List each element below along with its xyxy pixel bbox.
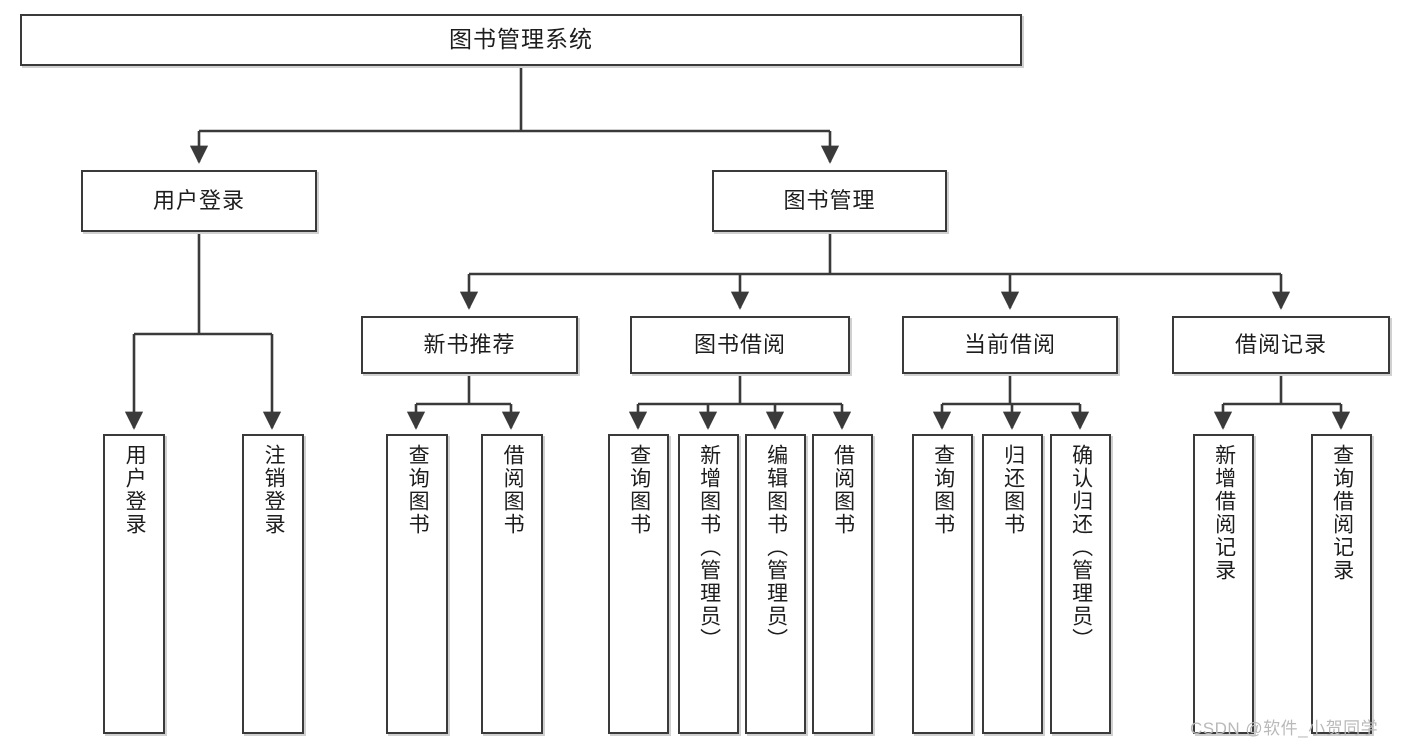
node-borrow-records[interactable]: 借阅记录: [1172, 316, 1390, 374]
leaf-label: 归还图书: [1001, 444, 1025, 536]
leaf-query-book-current[interactable]: 查询图书: [912, 434, 973, 734]
node-book-borrow[interactable]: 图书借阅: [630, 316, 850, 374]
leaf-logout[interactable]: 注销登录: [242, 434, 304, 734]
leaf-borrow-book-newbook[interactable]: 借阅图书: [481, 434, 543, 734]
leaf-add-borrow-record[interactable]: 新增借阅记录: [1193, 434, 1254, 734]
leaf-label: 查询图书: [627, 444, 651, 536]
leaf-user-login[interactable]: 用户登录: [103, 434, 165, 734]
leaf-confirm-return-admin[interactable]: 确认归还（管理员）: [1050, 434, 1111, 734]
leaf-add-book-admin[interactable]: 新增图书（管理员）: [678, 434, 739, 734]
leaf-query-borrow-record[interactable]: 查询借阅记录: [1311, 434, 1372, 734]
leaf-borrow-book[interactable]: 借阅图书: [812, 434, 873, 734]
leaf-label: 注销登录: [262, 444, 286, 536]
node-user-login[interactable]: 用户登录: [81, 170, 317, 232]
csdn-watermark: CSDN @软件_小贺同学: [1190, 719, 1379, 738]
leaf-return-book[interactable]: 归还图书: [982, 434, 1043, 734]
leaf-label: 确认归还（管理员）: [1069, 444, 1093, 651]
node-root[interactable]: 图书管理系统: [20, 14, 1022, 66]
leaf-edit-book-admin[interactable]: 编辑图书（管理员）: [745, 434, 806, 734]
node-new-book-recommend[interactable]: 新书推荐: [361, 316, 578, 374]
leaf-label: 用户登录: [123, 444, 147, 536]
leaf-label: 查询图书: [406, 444, 430, 536]
node-current-borrow[interactable]: 当前借阅: [902, 316, 1118, 374]
leaf-query-book-newbook[interactable]: 查询图书: [386, 434, 448, 734]
leaf-label: 查询借阅记录: [1330, 444, 1354, 582]
leaf-label: 查询图书: [931, 444, 955, 536]
node-book-management[interactable]: 图书管理: [712, 170, 947, 232]
leaf-label: 新增图书（管理员）: [697, 444, 721, 651]
leaf-label: 借阅图书: [501, 444, 525, 536]
leaf-label: 借阅图书: [831, 444, 855, 536]
leaf-label: 编辑图书（管理员）: [764, 444, 788, 651]
leaf-label: 新增借阅记录: [1212, 444, 1236, 582]
leaf-query-book-borrow[interactable]: 查询图书: [608, 434, 669, 734]
